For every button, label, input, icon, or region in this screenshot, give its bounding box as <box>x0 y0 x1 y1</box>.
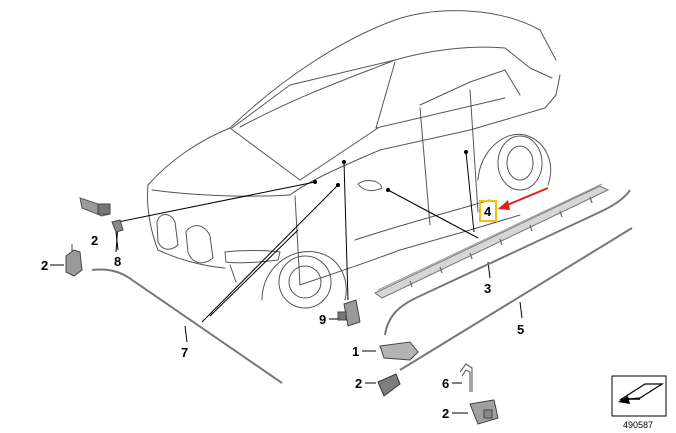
svg-text:1: 1 <box>352 344 359 359</box>
strip-part-7 <box>91 268 283 384</box>
callout-2-bottom-right: 2 <box>442 406 468 421</box>
callout-2-top: 2 <box>91 233 98 248</box>
svg-text:3: 3 <box>484 281 491 296</box>
part-1-bracket <box>379 341 419 361</box>
vehicle-outline <box>147 10 561 309</box>
svg-text:6: 6 <box>442 376 449 391</box>
strip-part-5 <box>384 189 633 371</box>
callout-8: 8 <box>114 254 121 269</box>
svg-text:7: 7 <box>181 345 188 360</box>
svg-text:9: 9 <box>319 312 326 327</box>
svg-text:2: 2 <box>41 258 48 273</box>
document-reference: 490587 <box>611 375 667 430</box>
callout-3: 3 <box>484 281 491 296</box>
svg-text:5: 5 <box>517 322 524 337</box>
callout-2-bottom: 2 <box>355 376 376 391</box>
callout-9: 9 <box>319 312 338 327</box>
part-6-wire-clip <box>459 363 473 392</box>
part-8-clip <box>111 219 124 251</box>
callout-5: 5 <box>517 322 524 337</box>
svg-text:2: 2 <box>91 233 98 248</box>
leader-dots <box>313 150 468 192</box>
callout-2-left: 2 <box>41 258 64 273</box>
doc-id-text: 490587 <box>623 420 653 430</box>
callout-7: 7 <box>181 345 188 360</box>
part-2-sensor-bottom-right <box>469 399 499 425</box>
part-2-sensor-bottom <box>377 373 401 397</box>
page-corner-arrow-icon <box>618 383 665 404</box>
callout-1: 1 <box>352 344 376 359</box>
svg-text:2: 2 <box>355 376 362 391</box>
part-2-sensor-left <box>65 244 83 277</box>
part-2-sensor-top <box>79 197 111 217</box>
callout-6: 6 <box>442 376 462 391</box>
callout-4-highlighted: 4 <box>479 187 549 222</box>
svg-text:8: 8 <box>114 254 121 269</box>
sill-rail-part <box>374 183 610 299</box>
svg-text:4: 4 <box>484 204 492 219</box>
svg-text:2: 2 <box>442 406 449 421</box>
part-9-connector <box>337 299 361 327</box>
leader-lines <box>115 151 479 323</box>
